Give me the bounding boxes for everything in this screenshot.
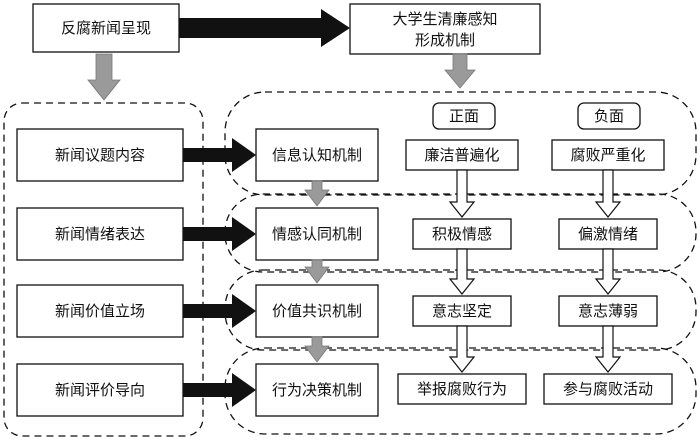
news-emotion-label: 新闻情绪表达 xyxy=(55,225,145,243)
positive-step-4-label: 举报腐败行为 xyxy=(417,380,507,398)
target-box xyxy=(349,3,541,55)
cognition-to-identity-arrow xyxy=(304,180,330,207)
identity-mechanism-box xyxy=(255,207,379,261)
negative-arrow-1 xyxy=(594,169,622,218)
positive-step-3-label: 意志坚定 xyxy=(432,302,492,320)
topic-to-cognition-arrow xyxy=(183,138,256,172)
identity-to-consensus-arrow xyxy=(304,259,330,284)
news-value-label: 新闻价值立场 xyxy=(55,302,145,320)
cognition-mechanism-box xyxy=(255,128,379,182)
positive-arrow-2 xyxy=(448,248,476,295)
negative-step-4-label: 参与腐败活动 xyxy=(563,380,653,398)
target-label-line2: 形成机制 xyxy=(415,31,475,49)
decision-mechanism-box xyxy=(255,363,379,417)
negative-step-1-label: 腐败严重化 xyxy=(570,146,645,164)
identity-mechanism-label: 情感认同机制 xyxy=(272,225,362,243)
source-to-target-arrow xyxy=(179,9,350,47)
positive-arrow-3 xyxy=(448,325,476,373)
positive-step-4-box xyxy=(397,373,527,405)
negative-step-2-label: 偏激情绪 xyxy=(578,225,638,243)
news-topic-label: 新闻议题内容 xyxy=(55,146,145,164)
negative-header-label: 负面 xyxy=(594,107,624,125)
news-dimensions-group xyxy=(3,102,204,437)
positive-step-1-box xyxy=(405,139,519,171)
negative-step-2-box xyxy=(558,218,658,250)
negative-header-box xyxy=(577,102,641,130)
consensus-mechanism-box xyxy=(255,284,379,338)
target-label-line1: 大学生清廉感知 xyxy=(392,10,497,28)
target-down-arrow xyxy=(444,53,476,89)
positive-arrow-1 xyxy=(448,169,476,218)
evaluation-to-decision-arrow xyxy=(183,373,256,407)
positive-step-3-box xyxy=(412,295,512,327)
positive-step-2-label: 积极情感 xyxy=(432,225,492,243)
positive-step-1-label: 廉洁普遍化 xyxy=(424,146,499,164)
news-evaluation-label: 新闻评价导向 xyxy=(55,381,145,399)
source-down-arrow xyxy=(87,53,121,101)
negative-step-4-box xyxy=(543,373,673,405)
positive-header-box xyxy=(432,102,496,130)
news-topic-box xyxy=(16,128,184,182)
value-to-consensus-arrow xyxy=(183,294,256,328)
consensus-to-decision-arrow xyxy=(304,336,330,363)
negative-arrow-3 xyxy=(594,325,622,373)
positive-header-label: 正面 xyxy=(449,107,479,125)
source-label: 反腐新闻呈现 xyxy=(61,19,151,37)
emotion-to-identity-arrow xyxy=(183,217,256,251)
positive-step-2-box xyxy=(412,218,512,250)
negative-arrow-2 xyxy=(594,248,622,295)
consensus-mechanism-label: 价值共识机制 xyxy=(272,302,362,320)
negative-step-3-box xyxy=(558,295,658,327)
cognition-mechanism-label: 信息认知机制 xyxy=(272,146,362,164)
decision-mechanism-label: 行为决策机制 xyxy=(272,381,362,399)
source-box xyxy=(32,3,180,53)
negative-step-3-label: 意志薄弱 xyxy=(578,302,638,320)
